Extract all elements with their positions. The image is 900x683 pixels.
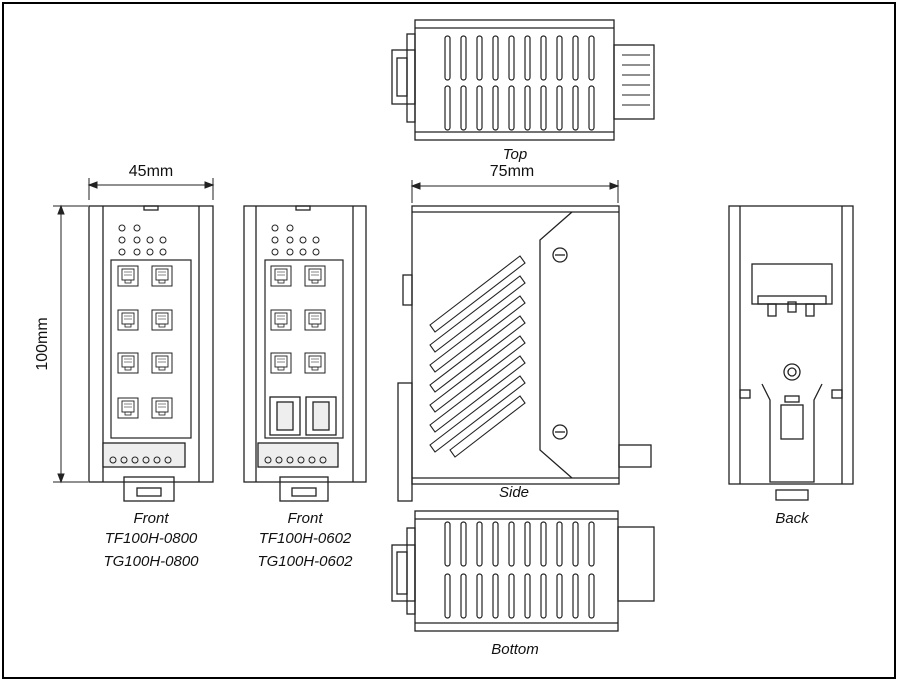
front-a-caption: Front <box>133 510 169 527</box>
dimension-45mm <box>87 178 215 200</box>
front-a-model-1: TF100H-0800 <box>104 530 198 547</box>
front-view-0602 <box>243 205 367 502</box>
front-b-model-2: TG100H-0602 <box>257 553 353 570</box>
front-b-caption: Front <box>287 510 323 527</box>
front-a-model-2: TG100H-0800 <box>103 553 199 570</box>
top-view-caption: Top <box>502 146 528 163</box>
front-b-model-1: TF100H-0602 <box>258 530 352 547</box>
bottom-view <box>391 510 655 632</box>
dimension-100mm <box>53 204 88 484</box>
dimension-height-label: 100mm <box>34 317 51 371</box>
back-view <box>728 205 854 501</box>
dimension-width-label: 45mm <box>128 163 174 180</box>
back-view-caption: Back <box>775 510 809 527</box>
dimension-75mm <box>410 180 620 203</box>
bottom-view-caption: Bottom <box>491 641 539 658</box>
top-view <box>391 19 655 141</box>
front-view-0800 <box>88 205 214 502</box>
dimension-depth-label: 75mm <box>489 163 535 180</box>
side-view <box>397 205 652 502</box>
side-view-caption: Side <box>498 484 530 501</box>
